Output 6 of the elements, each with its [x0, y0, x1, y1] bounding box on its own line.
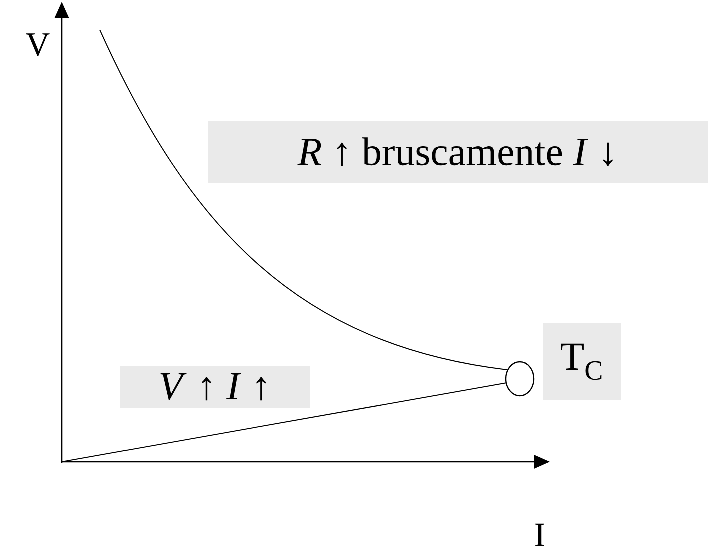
text-box: V ↑ I ↑	[120, 366, 310, 408]
text-box: T$_{C}$	[543, 324, 621, 400]
axis-label: V	[26, 34, 50, 56]
text-box: R ↑ bruscamente I ↓	[208, 121, 708, 183]
axis-label: I	[536, 524, 544, 546]
point-marker	[505, 361, 535, 397]
